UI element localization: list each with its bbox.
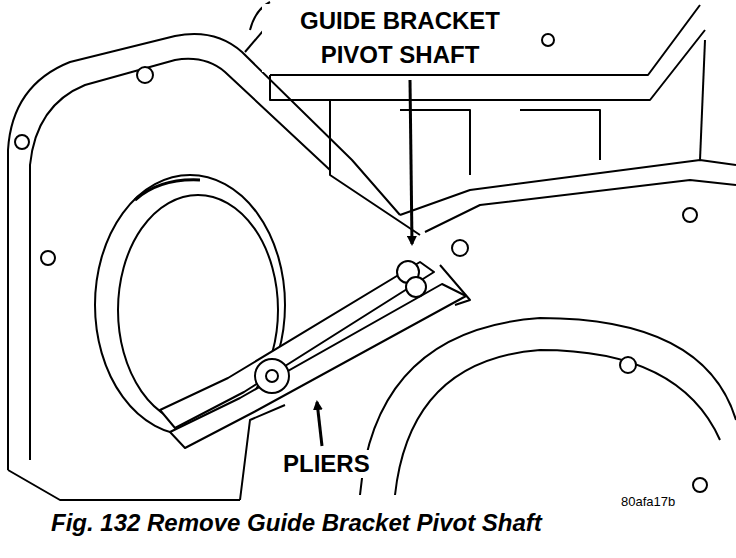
figure-code: 80afa17b [618,494,678,510]
housing-drawing [8,2,736,500]
part-label: PLIERS [280,450,373,478]
part-label: GUIDE BRACKET PIVOT SHAFT [262,4,538,72]
leader-arrow [317,402,322,446]
pliers-drawing [160,261,466,448]
figure-caption: Fig. 132 Remove Guide Bracket Pivot Shaf… [48,508,545,538]
leader-arrow [410,80,412,244]
leader-arrows [317,80,412,446]
bolt-holes [15,34,707,492]
